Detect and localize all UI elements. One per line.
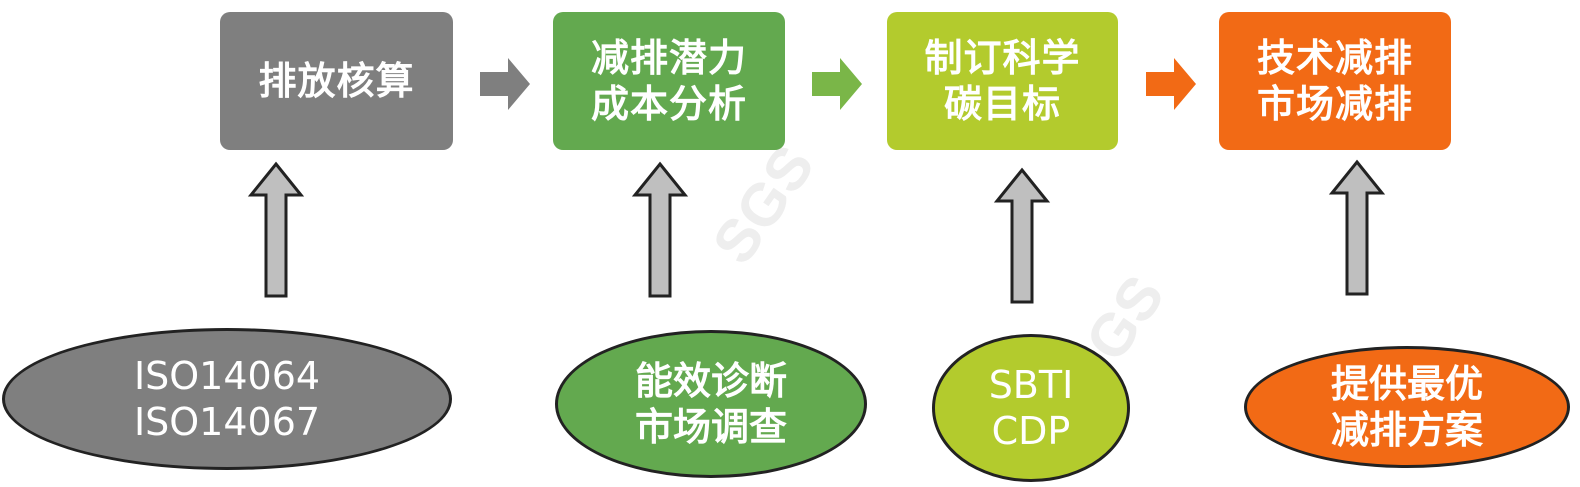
step-label: 减排潜力 <box>590 36 747 80</box>
input-label: ISO14064 <box>133 354 321 398</box>
step-label: 排放核算 <box>258 59 415 103</box>
up-arrow-icon <box>1328 159 1386 296</box>
right-arrow-icon <box>1146 58 1196 110</box>
up-arrow-icon <box>993 167 1051 304</box>
input-label: CDP <box>991 409 1071 453</box>
input-label: 能效诊断 <box>634 359 787 403</box>
step-label: 碳目标 <box>943 82 1061 126</box>
input-energy-diagnosis: 能效诊断 市场调查 <box>555 330 867 478</box>
step-label: 市场减排 <box>1256 82 1413 126</box>
input-label: 提供最优 <box>1330 362 1483 406</box>
step-label: 成本分析 <box>590 82 747 126</box>
step-reduction-potential: 减排潜力 成本分析 <box>553 12 785 150</box>
input-label: SBTI <box>988 363 1074 407</box>
input-label: 市场调查 <box>634 405 787 449</box>
step-emission-accounting: 排放核算 <box>220 12 453 150</box>
step-science-target: 制订科学 碳目标 <box>887 12 1118 150</box>
right-arrow-icon <box>480 58 530 110</box>
watermark: SGS <box>699 133 828 276</box>
up-arrow-icon <box>247 161 305 298</box>
input-label: 减排方案 <box>1330 408 1483 452</box>
step-label: 技术减排 <box>1256 36 1413 80</box>
input-optimal-plan: 提供最优 减排方案 <box>1244 346 1570 468</box>
input-sbti-cdp: SBTI CDP <box>932 334 1130 482</box>
step-label: 制订科学 <box>924 36 1081 80</box>
right-arrow-icon <box>812 58 862 110</box>
input-label: ISO14067 <box>133 400 321 444</box>
up-arrow-icon <box>631 161 689 298</box>
input-iso-standards: ISO14064 ISO14067 <box>2 328 452 470</box>
step-reduction-actions: 技术减排 市场减排 <box>1219 12 1451 150</box>
